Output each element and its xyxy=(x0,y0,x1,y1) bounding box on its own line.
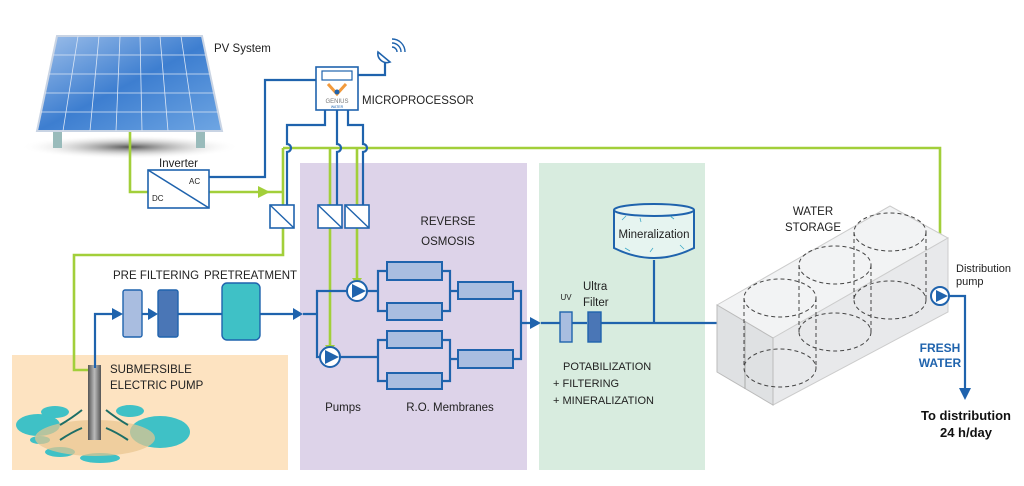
control-lines xyxy=(209,62,387,205)
solar-panel-icon xyxy=(35,35,224,132)
potabilization-label-1: POTABILIZATION xyxy=(563,361,651,373)
ultra-filter-label-2: Filter xyxy=(583,297,609,309)
uv-filter xyxy=(559,311,573,343)
membrane-icon xyxy=(386,261,514,390)
potabilization-label-3: + MINERALIZATION xyxy=(553,395,654,407)
ultra-filter-label-1: Ultra xyxy=(583,281,608,293)
pretreatment-tank xyxy=(221,282,261,341)
inverter-label: Inverter xyxy=(159,158,198,170)
distribution-pump-label-1: Distribution xyxy=(956,263,1011,275)
uv-label: UV xyxy=(560,293,572,302)
water-storage-label-2: STORAGE xyxy=(785,222,841,234)
groundwater-icon xyxy=(16,405,190,463)
microprocessor-icon: GENIUS WATER xyxy=(315,66,359,111)
mineralization-label: Mineralization xyxy=(619,229,690,241)
pv-system-label: PV System xyxy=(214,43,271,55)
submersible-label-2: ELECTRIC PUMP xyxy=(110,380,204,392)
logo-subtext: WATER xyxy=(331,105,344,109)
antenna-icon xyxy=(377,38,406,64)
pretreatment-label: PRETREATMENT xyxy=(204,270,297,282)
fresh-water-label-1: FRESH xyxy=(920,341,961,355)
water-storage-label-1: WATER xyxy=(793,206,833,218)
pump-icon xyxy=(319,280,368,368)
ac-label: AC xyxy=(189,177,200,186)
reverse-osmosis-label-2: OSMOSIS xyxy=(421,236,475,248)
pump-inflow-arrows-icon xyxy=(59,409,129,441)
microprocessor-label: MICROPROCESSOR xyxy=(362,95,474,107)
submersible-label-1: SUBMERSIBLE xyxy=(110,364,192,376)
pre-filtering-label: PRE FILTERING xyxy=(113,270,199,282)
fresh-water-line xyxy=(949,294,967,390)
tank-icon xyxy=(613,203,695,259)
ro-membranes-label: R.O. Membranes xyxy=(406,402,494,414)
submersible-pump-icon xyxy=(88,365,101,440)
reverse-osmosis-label-1: REVERSE xyxy=(421,216,476,228)
dc-label: DC xyxy=(152,194,164,203)
container-icon xyxy=(716,205,950,406)
ultra-filter xyxy=(587,311,602,343)
pre-filter-2 xyxy=(157,289,179,338)
to-distribution-label-1: To distribution xyxy=(921,408,1011,423)
relay-icon xyxy=(269,204,370,229)
pre-filter-1 xyxy=(122,289,143,338)
inverter-icon xyxy=(147,169,210,209)
fresh-water-label-2: WATER xyxy=(919,356,962,370)
distribution-pump-label-2: pump xyxy=(956,276,984,288)
potabilization-label-2: + FILTERING xyxy=(553,378,619,390)
pumps-label: Pumps xyxy=(325,402,361,414)
to-distribution-label-2: 24 h/day xyxy=(940,425,993,440)
distribution-pump-icon xyxy=(930,286,950,306)
logo-text: GENIUS xyxy=(325,99,348,105)
